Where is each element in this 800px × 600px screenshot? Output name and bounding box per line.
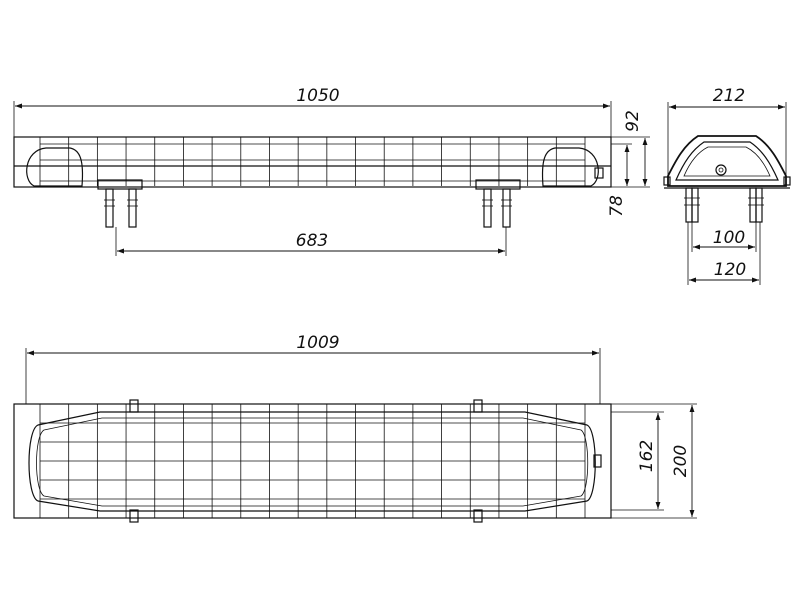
top-clip xyxy=(129,509,139,523)
side-view: 1050 683 92 78 xyxy=(13,86,650,256)
top-clip xyxy=(473,399,483,413)
side-mount-height-label: 78 xyxy=(607,195,627,217)
side-bracket-spacing-label: 683 xyxy=(296,231,328,251)
top-view: 1009 162 200 xyxy=(13,333,697,523)
top-lamp-body xyxy=(28,411,596,512)
top-length-label: 1009 xyxy=(296,333,339,353)
top-clip xyxy=(129,399,139,413)
side-length-label: 1050 xyxy=(296,86,339,106)
end-view: 212 100 120 xyxy=(663,86,791,285)
end-lamp-circle xyxy=(715,164,727,176)
end-housing xyxy=(667,135,787,187)
top-clip xyxy=(473,509,483,523)
end-inner-spacing-label: 100 xyxy=(713,228,745,248)
end-width-label: 212 xyxy=(713,86,745,106)
side-end-cap-right xyxy=(541,147,599,187)
end-bracket-right xyxy=(748,187,764,223)
side-wire-guard xyxy=(39,136,586,186)
top-inner-width-label: 162 xyxy=(637,440,657,472)
top-outer-width-label: 200 xyxy=(671,445,691,477)
side-bracket-left xyxy=(97,179,143,228)
end-bracket-left xyxy=(684,187,700,223)
side-height-label: 92 xyxy=(623,110,643,132)
side-end-cap-left xyxy=(26,147,84,187)
top-wire-guard xyxy=(39,403,586,519)
end-outer-spacing-label: 120 xyxy=(714,260,746,280)
side-bracket-right xyxy=(475,179,521,228)
